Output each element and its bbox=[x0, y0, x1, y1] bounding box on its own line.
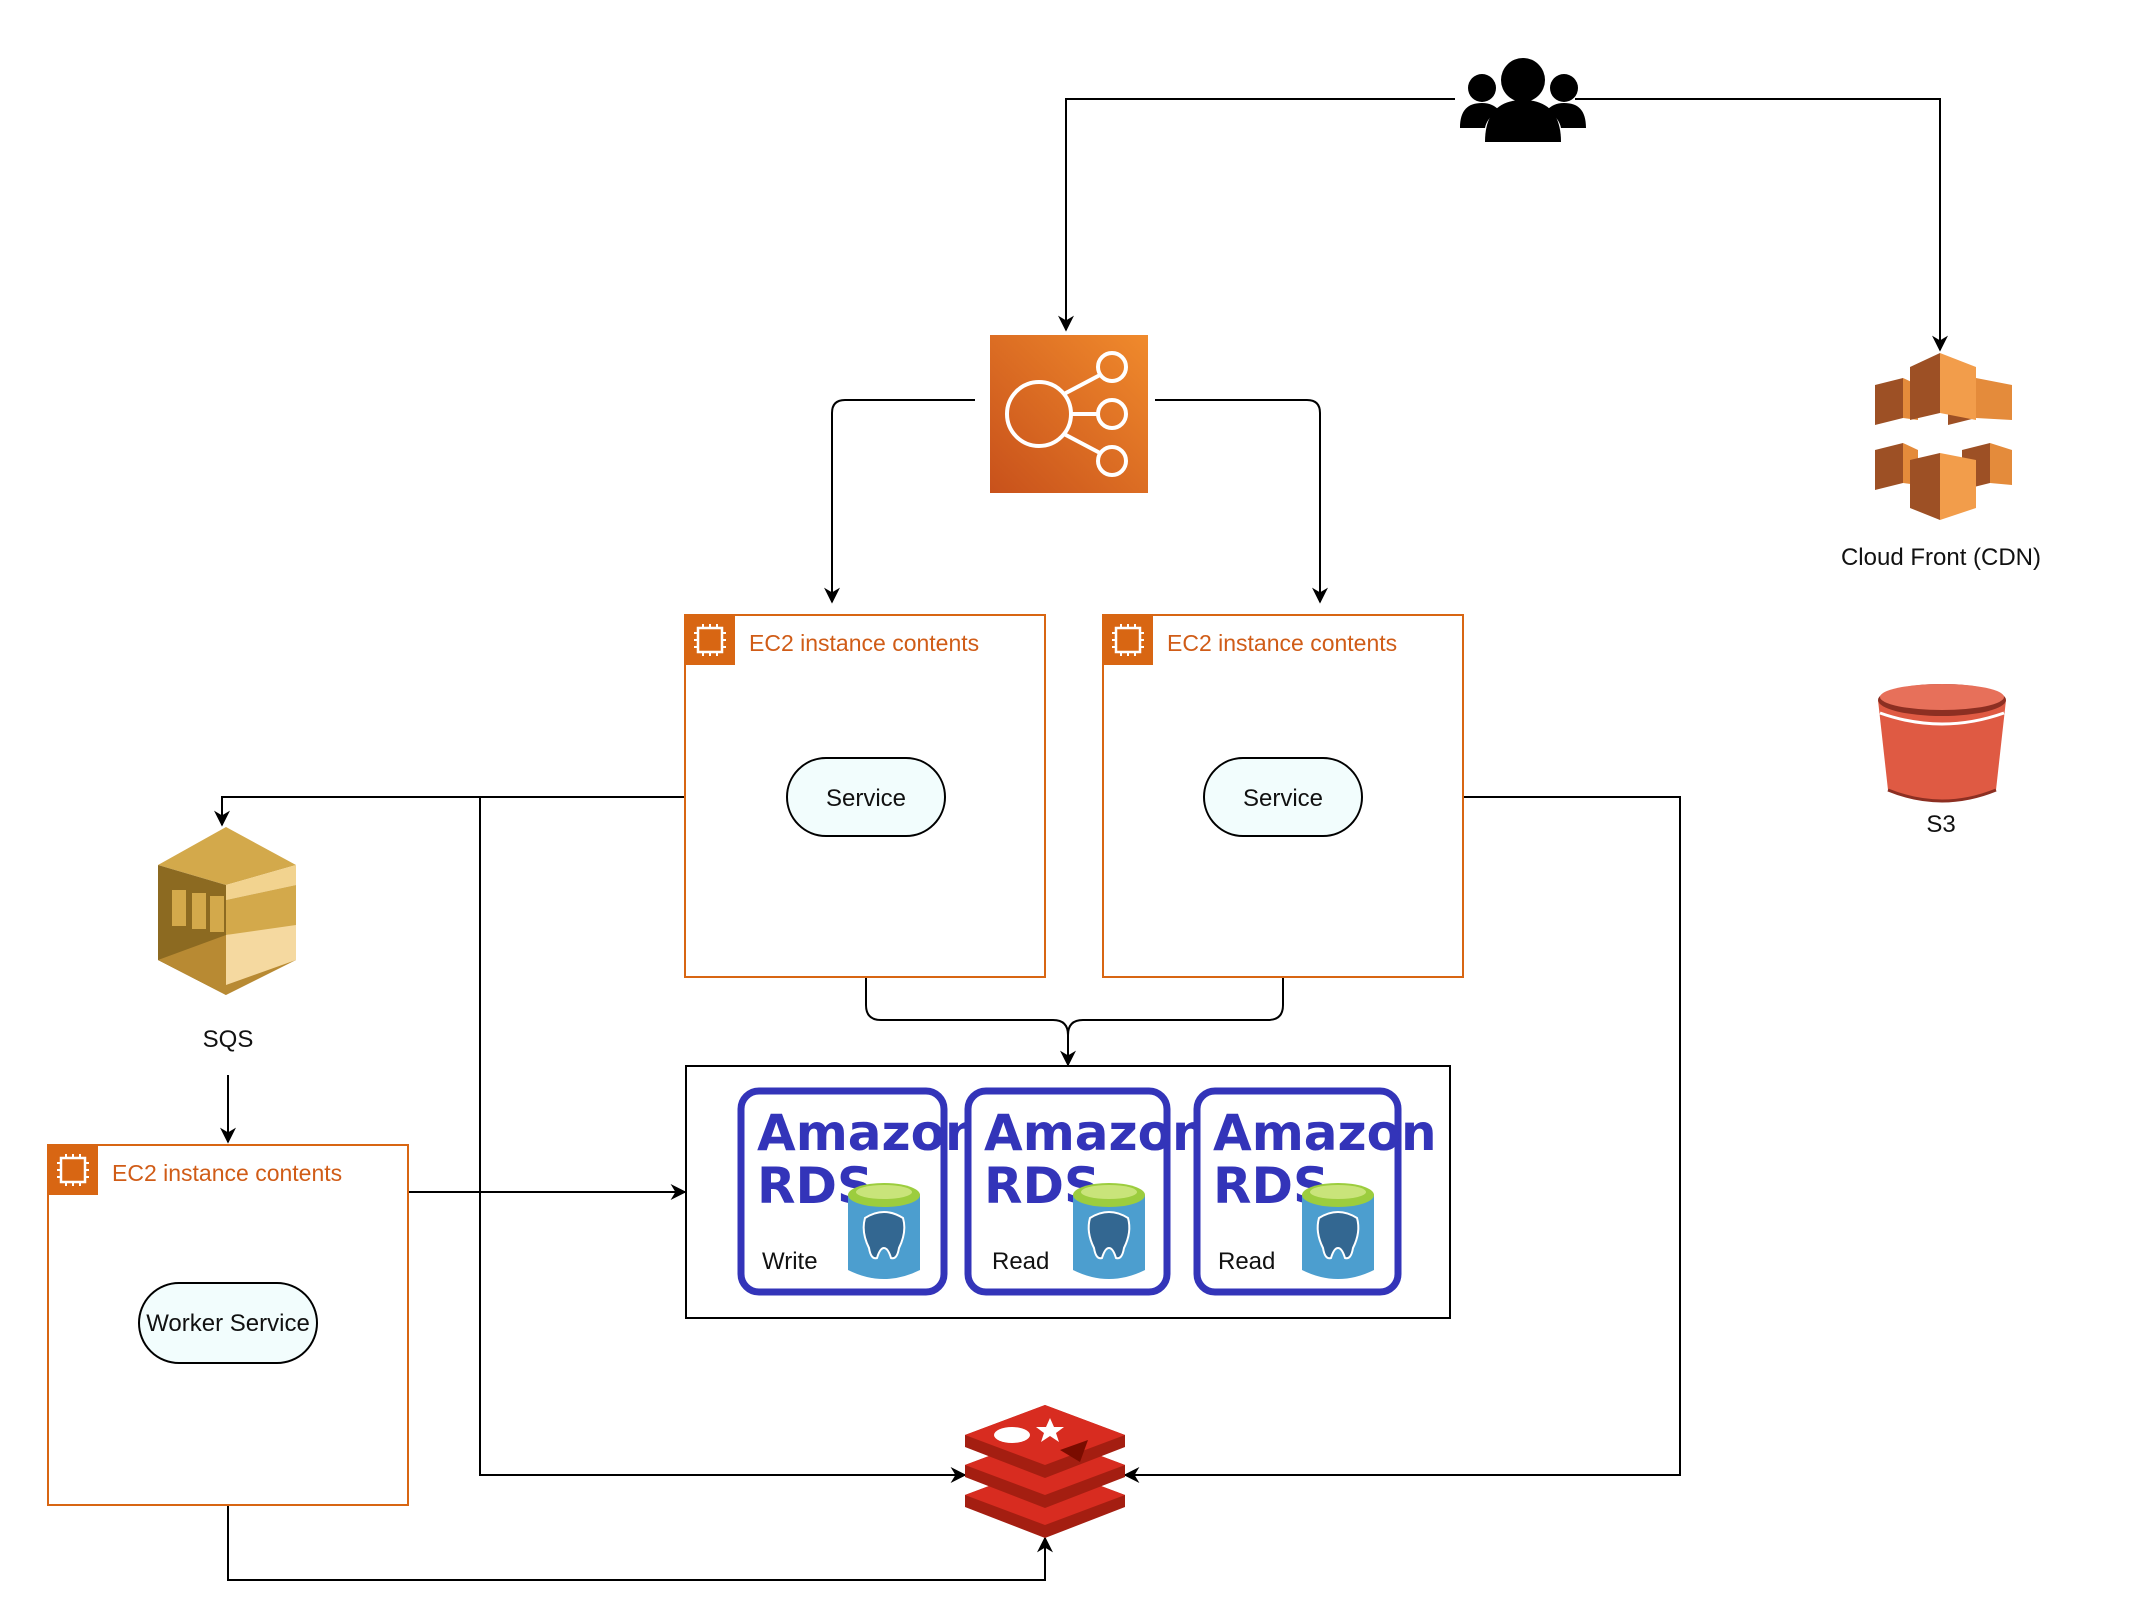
postgres-db-icon bbox=[1302, 1183, 1374, 1279]
edge-ec2-right-to-redis bbox=[1123, 796, 1681, 1483]
edge-lb-to-ec2-right bbox=[1155, 399, 1328, 604]
postgres-db-icon bbox=[848, 1183, 920, 1279]
ec2-left-title: EC2 instance contents bbox=[749, 630, 979, 656]
ec2-instance-left: EC2 instance contents Service bbox=[684, 614, 1046, 978]
edge-ec2-worker-to-redis bbox=[227, 1505, 1053, 1581]
edge-ec2-left-to-sqs bbox=[214, 796, 685, 827]
cdn-label: Cloud Front (CDN) bbox=[1841, 544, 2041, 571]
rds-2-role: Read bbox=[992, 1248, 1049, 1275]
edge-lb-to-ec2-left bbox=[824, 399, 975, 604]
rds-instance-write: Amazon RDS Write bbox=[737, 1087, 981, 1296]
ec2-chip-icon bbox=[1103, 615, 1153, 665]
service-left-label: Service bbox=[826, 785, 906, 812]
sqs-label: SQS bbox=[203, 1026, 254, 1053]
cloudfront-icon bbox=[1875, 353, 2012, 520]
edge-users-to-cdn bbox=[1575, 98, 1948, 352]
users-group-icon bbox=[1460, 58, 1586, 142]
rds-instance-read-1: Amazon RDS Read bbox=[964, 1087, 1208, 1296]
rds-2-line1: Amazon bbox=[984, 1104, 1208, 1162]
elastic-load-balancer-icon bbox=[990, 335, 1148, 493]
ec2-right-title: EC2 instance contents bbox=[1167, 630, 1397, 656]
postgres-db-icon bbox=[1073, 1183, 1145, 1279]
ec2-chip-icon bbox=[685, 615, 735, 665]
redis-icon bbox=[965, 1405, 1125, 1538]
edge-users-to-load-balancer bbox=[1058, 98, 1455, 332]
s3-label: S3 bbox=[1926, 811, 1955, 838]
connectors bbox=[214, 98, 1948, 1581]
rds-cluster: Amazon RDS Write Amazon RDS Read bbox=[685, 1065, 1451, 1319]
ec2-instance-worker: EC2 instance contents Worker Service bbox=[47, 1144, 409, 1506]
ec2-instance-right: EC2 instance contents Service bbox=[1102, 614, 1464, 978]
service-left-node[interactable] bbox=[786, 757, 946, 837]
sqs-icon bbox=[158, 827, 296, 995]
rds-1-line1: Amazon bbox=[757, 1104, 981, 1162]
ec2-chip-icon bbox=[48, 1145, 98, 1195]
edge-ec2-right-to-rds bbox=[1067, 977, 1284, 1036]
rds-3-role: Read bbox=[1218, 1248, 1275, 1275]
rds-1-role: Write bbox=[762, 1248, 818, 1275]
worker-service-label: Worker Service bbox=[146, 1310, 310, 1337]
s3-bucket-icon bbox=[1878, 684, 2006, 803]
edge-ec2-left-to-redis bbox=[479, 796, 967, 1483]
service-right-node[interactable] bbox=[1203, 757, 1363, 837]
rds-instance-read-2: Amazon RDS Read bbox=[1193, 1087, 1437, 1296]
worker-service-node[interactable] bbox=[138, 1282, 318, 1364]
service-right-label: Service bbox=[1243, 785, 1323, 812]
ec2-worker-title: EC2 instance contents bbox=[112, 1160, 342, 1186]
rds-3-line1: Amazon bbox=[1213, 1104, 1437, 1162]
edge-ec2-left-to-rds bbox=[865, 977, 1076, 1067]
